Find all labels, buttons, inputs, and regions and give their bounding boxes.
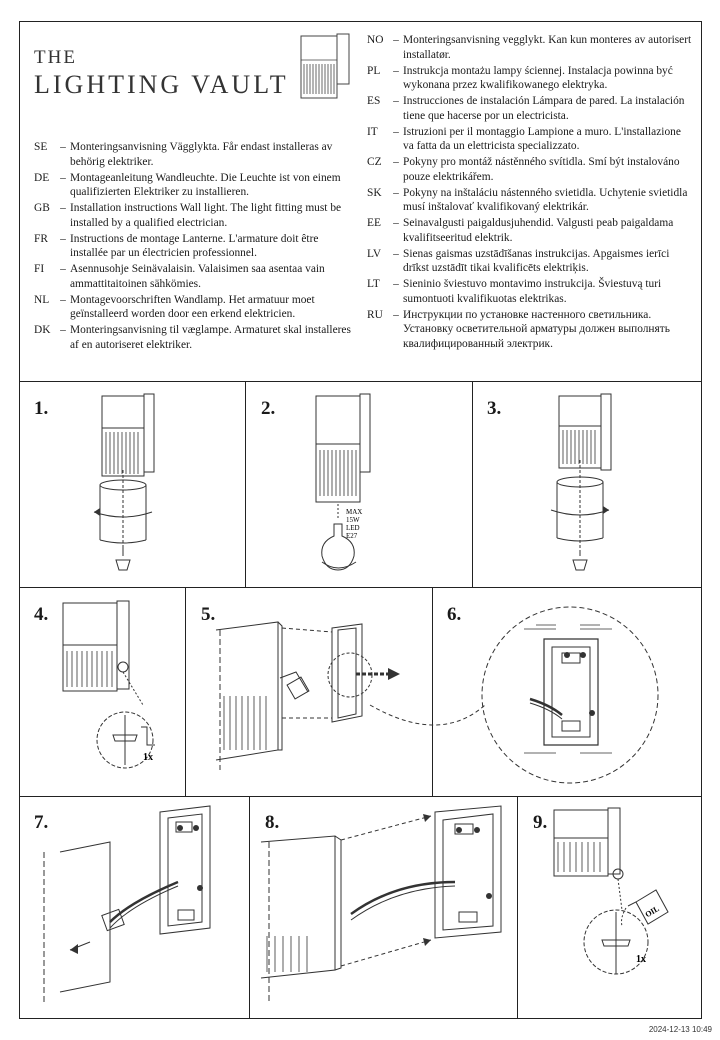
- instruction-gb: GB–Installation instructions Wall light.…: [34, 202, 342, 229]
- divider-r1b: [472, 381, 473, 587]
- step-number-1: 1.: [34, 398, 49, 419]
- instruction-fr: FR–Instructions de montage Lanterne. L'a…: [34, 232, 319, 260]
- step-number-4: 4.: [34, 604, 49, 625]
- step4-illustration: 1x: [62, 600, 155, 769]
- step2-illustration: MAX 15W LED E27: [315, 393, 371, 571]
- instruction-ee: EE–Seinavalgusti paigaldusjuhendid. Valg…: [367, 217, 674, 244]
- instruction-lv: LV–Sienas gaismas uzstādīšanas instrukci…: [367, 247, 670, 275]
- instructions-right: NO–Monteringsanvisning vegglykt. Kan kun…: [367, 33, 692, 353]
- step9-illustration: OIL 1x: [553, 807, 669, 975]
- instruction-dk: DK–Monteringsanvisning til væglampe. Arm…: [34, 324, 351, 351]
- oil-label: OIL: [644, 904, 661, 919]
- screw-count-step4: 1x: [143, 752, 153, 763]
- divider-r1a: [245, 381, 246, 587]
- header-lamp-illustration: [300, 33, 350, 99]
- step-number-7: 7.: [34, 812, 49, 833]
- page-frame: [19, 21, 702, 1019]
- instruction-nl: NL–Montagevoorschriften Wandlamp. Het ar…: [34, 293, 315, 321]
- divider-r3b: [517, 796, 518, 1019]
- bulb-spec-socket: E27: [346, 532, 358, 540]
- instruction-de: DE–Montageanleitung Wandleuchte. Die Leu…: [34, 171, 341, 199]
- instruction-pl: PL–Instrukcja montażu lampy ściennej. In…: [367, 64, 673, 92]
- step-number-5: 5.: [201, 604, 216, 625]
- instruction-cz: CZ–Pokyny pro montáž nástěnného svítidla…: [367, 156, 680, 183]
- step-number-6: 6.: [447, 604, 462, 625]
- instruction-it: IT–Istruzioni per il montaggio Lampione …: [367, 125, 681, 153]
- instruction-lt: LT–Sieninio šviestuvo montavimo instrukc…: [367, 278, 662, 305]
- brand-line2: LIGHTING VAULT: [34, 70, 289, 99]
- step8-illustration: [260, 805, 502, 1002]
- step3-illustration: [550, 393, 612, 571]
- step5-illustration: [215, 621, 400, 770]
- step1-illustration: [93, 393, 155, 571]
- bulb-spec-watt: 15W: [346, 516, 360, 524]
- instruction-ru: RU–Инструкции по установке настенного св…: [367, 308, 670, 350]
- divider-row2: [19, 796, 702, 797]
- screw-count-step9: 1x: [636, 954, 646, 965]
- step-number-3: 3.: [487, 398, 502, 419]
- instruction-es: ES–Instrucciones de instalación Lámpara …: [367, 95, 685, 122]
- step-number-8: 8.: [265, 812, 280, 833]
- divider-row1: [19, 587, 702, 588]
- instruction-se: SE–Monteringsanvisning Vägglykta. Får en…: [34, 141, 333, 168]
- bulb-spec-max: MAX: [346, 508, 362, 516]
- instruction-no: NO–Monteringsanvisning vegglykt. Kan kun…: [367, 34, 692, 61]
- step6-illustration: [369, 606, 659, 784]
- step7-illustration: [43, 805, 211, 1002]
- instruction-sk: SK–Pokyny na inštaláciu nástenného sviet…: [367, 186, 688, 214]
- divider-header: [19, 381, 702, 382]
- divider-r3a: [249, 796, 250, 1019]
- brand-line1: THE: [34, 47, 77, 68]
- divider-r2b: [432, 587, 433, 796]
- bulb-spec-type: LED: [346, 524, 360, 532]
- footer-timestamp: 2024-12-13 10:49: [648, 1025, 712, 1034]
- instructions-left: SE–Monteringsanvisning Vägglykta. Får en…: [34, 140, 354, 354]
- step-number-2: 2.: [261, 398, 276, 419]
- divider-r2a: [185, 587, 186, 796]
- instruction-fi: FI–Asennusohje Seinävalaisin. Valaisimen…: [34, 263, 325, 290]
- step-number-9: 9.: [533, 812, 548, 833]
